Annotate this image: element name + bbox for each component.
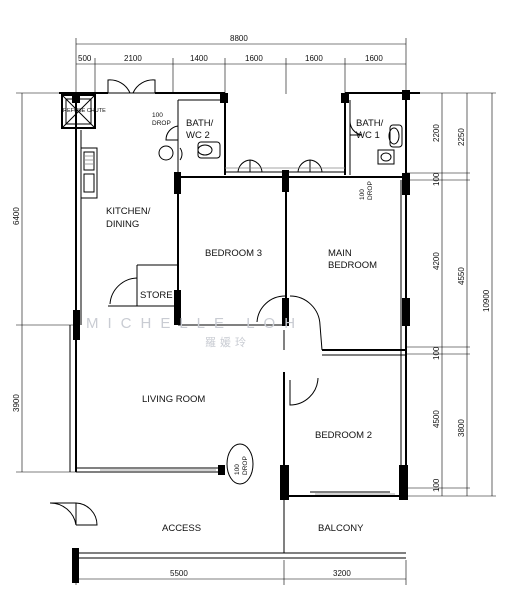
watermark-name: MICHELLE LOH [86, 315, 304, 332]
kitchen-fixtures [80, 147, 98, 199]
dim-left-1: 6400 [12, 207, 21, 225]
dim-right-outer-2: 4550 [457, 267, 466, 285]
drop-right-label: DROP [367, 181, 374, 200]
drop-living-label: DROP [242, 456, 249, 475]
drop-top-value: 100 [152, 112, 163, 119]
left-dimensions: 6400 3900 [12, 92, 76, 473]
bath-wc2-fixtures [158, 141, 221, 161]
dim-right-inner-6: 100 [432, 478, 441, 492]
dim-bottom-2: 3200 [333, 569, 351, 578]
dim-right-inner-2: 100 [432, 172, 441, 186]
dim-top-5: 1600 [305, 54, 323, 63]
living-room-label: LIVING ROOM [142, 394, 205, 405]
dim-overall-height: 10900 [482, 289, 491, 312]
exterior-walls [59, 92, 420, 559]
bath-wc1-label-1: BATH/ [356, 118, 384, 129]
dim-right-inner-1: 2200 [432, 124, 441, 142]
kitchen-label-1: KITCHEN/ [106, 206, 151, 217]
watermark: MICHELLE LOH 羅媛玲 [86, 315, 304, 349]
bedroom3-label: BEDROOM 3 [205, 248, 262, 259]
dim-top-1: 500 [78, 54, 92, 63]
store-label: STORE [140, 290, 173, 301]
bedroom2-label: BEDROOM 2 [315, 430, 372, 441]
room-labels: 100 DROP BATH/ WC 2 BATH/ WC 1 100 DROP … [106, 112, 384, 534]
dim-right-outer-3: 3800 [457, 419, 466, 437]
main-bedroom-label-2: BEDROOM [328, 260, 377, 271]
bath-wc2-label-2: WC 2 [186, 130, 210, 141]
dim-top-4: 1600 [245, 54, 263, 63]
dim-bottom-1: 5500 [170, 569, 188, 578]
bottom-dimensions: 5500 3200 [75, 560, 407, 585]
door-swings [49, 79, 363, 526]
kitchen-label-2: DINING [106, 219, 139, 230]
top-dimensions: 8800 500 2100 1400 1600 1600 1600 [75, 34, 407, 94]
columns [72, 90, 410, 583]
drop-right-value: 100 [359, 189, 366, 200]
bath-wc1-label-2: WC 1 [356, 130, 380, 141]
bath-wc2-label-1: BATH/ [186, 118, 214, 129]
dim-top-6: 1600 [365, 54, 383, 63]
dim-right-inner-3: 4200 [432, 252, 441, 270]
dim-right-inner-4: 100 [432, 346, 441, 360]
drop-living-value: 100 [234, 464, 241, 475]
refuse-chute: REFUSE CHUTE [61, 94, 106, 129]
watermark-chinese: 羅媛玲 [205, 335, 250, 349]
dim-overall-width: 8800 [230, 34, 248, 43]
dim-left-2: 3900 [12, 394, 21, 412]
right-dimensions: 2200 100 4200 100 4500 100 2250 4550 380… [406, 92, 496, 497]
drop-top-label: DROP [152, 120, 171, 127]
dim-top-2: 2100 [124, 54, 142, 63]
dim-right-outer-1: 2250 [457, 128, 466, 146]
dim-right-inner-5: 4500 [432, 410, 441, 428]
access-label: ACCESS [162, 523, 201, 534]
bath-wc1-fixtures [377, 124, 403, 165]
balcony-label: BALCONY [318, 523, 364, 534]
dim-top-3: 1400 [190, 54, 208, 63]
refuse-chute-label: REFUSE CHUTE [63, 108, 106, 114]
windows [100, 167, 395, 495]
main-bedroom-label-1: MAIN [328, 248, 352, 259]
